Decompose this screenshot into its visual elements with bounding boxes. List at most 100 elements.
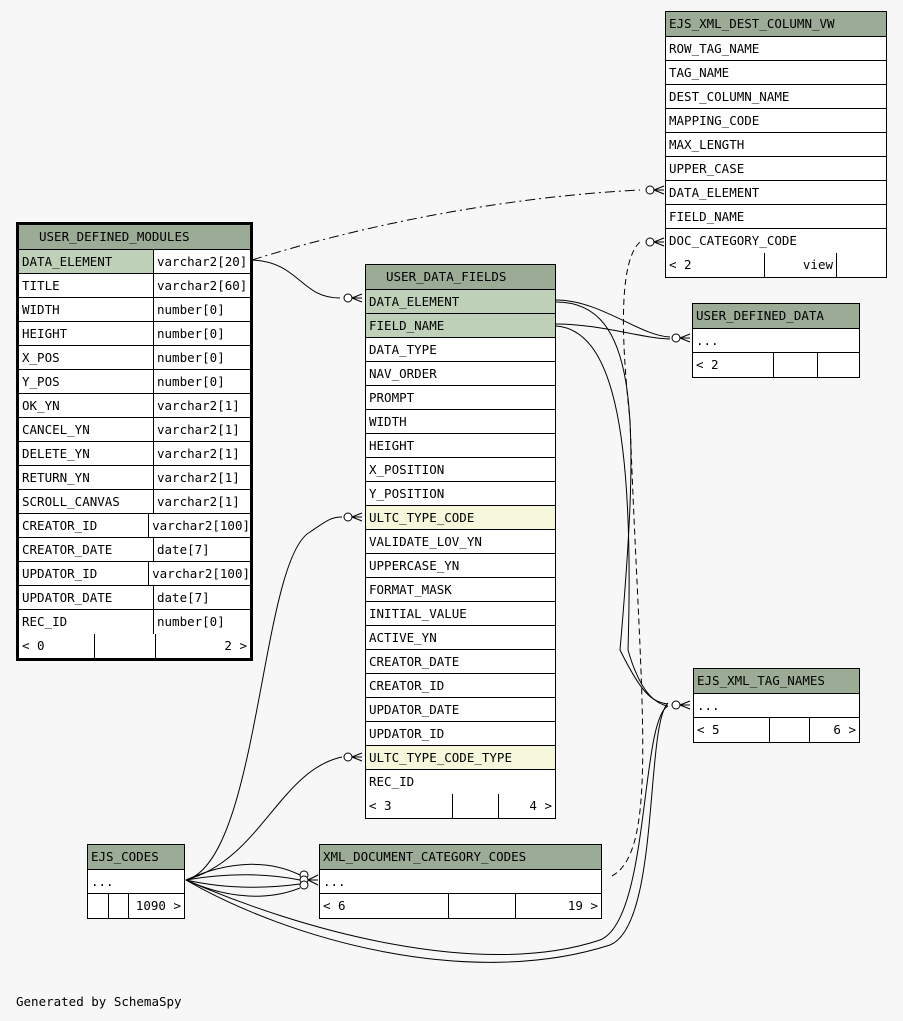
- footer-left: < 2: [696, 357, 719, 372]
- column-row[interactable]: OK_YN varchar2[1]: [19, 394, 250, 418]
- column-type: number[0]: [153, 322, 250, 345]
- footer-left: < 3: [369, 798, 392, 813]
- column-name: RETURN_YN: [22, 470, 90, 485]
- column-row[interactable]: MAPPING_CODE: [666, 109, 886, 133]
- column-row[interactable]: REC_ID: [366, 770, 555, 794]
- table-title: USER_DEFINED_DATA: [693, 304, 859, 329]
- column-row[interactable]: UPPER_CASE: [666, 157, 886, 181]
- column-name: DEST_COLUMN_NAME: [669, 89, 790, 104]
- column-row[interactable]: TAG_NAME: [666, 61, 886, 85]
- table-ejs-codes[interactable]: EJS_CODES ... 1090 >: [87, 844, 185, 919]
- column-name: CREATOR_ID: [369, 678, 445, 693]
- column-row[interactable]: TITLE varchar2[60]: [19, 274, 250, 298]
- column-row[interactable]: NAV_ORDER: [366, 362, 555, 386]
- column-row[interactable]: DATA_ELEMENT: [366, 290, 555, 314]
- column-row[interactable]: DATA_TYPE: [366, 338, 555, 362]
- footer-middle: [769, 718, 809, 742]
- column-row[interactable]: MAX_LENGTH: [666, 133, 886, 157]
- column-row[interactable]: DOC_CATEGORY_CODE: [666, 229, 886, 253]
- column-name: ROW_TAG_NAME: [669, 41, 760, 56]
- rel-codes-to-xdcc-3: [185, 879, 301, 888]
- column-name: DATA_ELEMENT: [669, 185, 760, 200]
- column-type: varchar2[1]: [153, 466, 250, 489]
- column-type: varchar2[1]: [153, 490, 250, 513]
- column-row[interactable]: Y_POSITION: [366, 482, 555, 506]
- table-title: XML_DOCUMENT_CATEGORY_CODES: [320, 845, 601, 870]
- column-name: OK_YN: [22, 398, 60, 413]
- column-row[interactable]: DEST_COLUMN_NAME: [666, 85, 886, 109]
- column-name: UPPER_CASE: [669, 161, 745, 176]
- column-name: X_POSITION: [369, 462, 445, 477]
- column-type: varchar2[1]: [153, 394, 250, 417]
- column-name: UPDATOR_DATE: [22, 590, 113, 605]
- footer-right: 4 >: [498, 794, 555, 818]
- column-row[interactable]: UPPERCASE_YN: [366, 554, 555, 578]
- footer-right: 19 >: [515, 894, 601, 918]
- column-row[interactable]: ACTIVE_YN: [366, 626, 555, 650]
- column-name: PROMPT: [369, 390, 415, 405]
- column-row[interactable]: CREATOR_ID: [366, 674, 555, 698]
- column-row[interactable]: CREATOR_DATE: [366, 650, 555, 674]
- table-body: ...: [88, 870, 184, 894]
- column-row[interactable]: UPDATOR_ID: [366, 722, 555, 746]
- column-row[interactable]: HEIGHT: [366, 434, 555, 458]
- column-name: FIELD_NAME: [369, 318, 445, 333]
- table-xml-document-category-codes[interactable]: XML_DOCUMENT_CATEGORY_CODES ... < 6 19 >: [319, 844, 602, 919]
- table-title: USER_DEFINED_MODULES: [19, 225, 250, 250]
- column-row[interactable]: DATA_ELEMENT: [666, 181, 886, 205]
- column-name: ULTC_TYPE_CODE: [369, 510, 475, 525]
- column-name: TITLE: [22, 278, 60, 293]
- column-row[interactable]: SCROLL_CANVAS varchar2[1]: [19, 490, 250, 514]
- footer-middle: [108, 894, 128, 918]
- column-type: varchar2[60]: [153, 274, 250, 297]
- generated-by-note: Generated by SchemaSpy: [16, 994, 182, 1009]
- footer-middle: [448, 894, 515, 918]
- column-name: NAV_ORDER: [369, 366, 437, 381]
- table-ejs-xml-tag-names[interactable]: EJS_XML_TAG_NAMES ... < 5 6 >: [693, 668, 860, 743]
- column-row[interactable]: RETURN_YN varchar2[1]: [19, 466, 250, 490]
- footer-middle: view: [764, 253, 836, 277]
- column-row[interactable]: UPDATOR_DATE: [366, 698, 555, 722]
- table-user-defined-data[interactable]: USER_DEFINED_DATA ... < 2: [692, 303, 860, 378]
- column-row[interactable]: INITIAL_VALUE: [366, 602, 555, 626]
- rel-udf-to-tags-2: [555, 325, 669, 707]
- column-type: number[0]: [153, 370, 250, 393]
- column-row[interactable]: UPDATOR_DATE date[7]: [19, 586, 250, 610]
- footer-right: [817, 353, 859, 377]
- column-name: DOC_CATEGORY_CODE: [669, 233, 797, 248]
- column-row[interactable]: FORMAT_MASK: [366, 578, 555, 602]
- column-row[interactable]: ULTC_TYPE_CODE: [366, 506, 555, 530]
- column-row[interactable]: VALIDATE_LOV_YN: [366, 530, 555, 554]
- column-row[interactable]: FIELD_NAME: [366, 314, 555, 338]
- table-footer: < 3 4 >: [366, 794, 555, 818]
- column-row[interactable]: ROW_TAG_NAME: [666, 37, 886, 61]
- footer-left: [88, 894, 108, 918]
- column-type: date[7]: [153, 586, 250, 609]
- rel-xdcc-to-ejs-dest: [611, 241, 644, 877]
- column-row[interactable]: X_POSITION: [366, 458, 555, 482]
- column-name: REC_ID: [22, 614, 68, 629]
- table-footer: < 0 2 >: [19, 634, 250, 658]
- column-row[interactable]: WIDTH: [366, 410, 555, 434]
- column-type: varchar2[100]: [148, 562, 250, 585]
- column-name: SCROLL_CANVAS: [22, 494, 120, 509]
- column-row[interactable]: FIELD_NAME: [666, 205, 886, 229]
- column-row[interactable]: ULTC_TYPE_CODE_TYPE: [366, 746, 555, 770]
- column-type: varchar2[1]: [153, 418, 250, 441]
- column-row[interactable]: PROMPT: [366, 386, 555, 410]
